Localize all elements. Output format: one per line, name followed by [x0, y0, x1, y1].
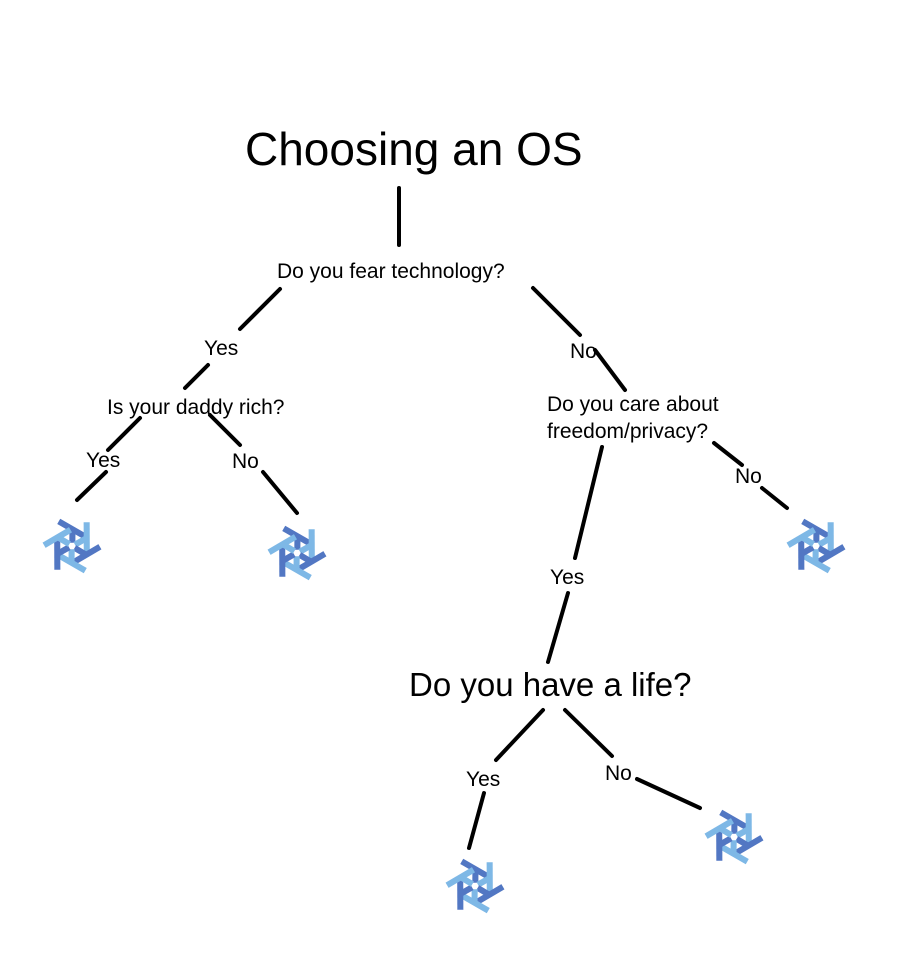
edge-label-fear-yes: Yes — [204, 337, 239, 360]
edge-label-fear-no: No — [570, 340, 597, 363]
edge-freedom-to-yes — [573, 445, 604, 560]
snowflake-stroke — [73, 545, 89, 558]
question-daddy-rich: Is your daddy rich? — [107, 396, 285, 419]
snowflake-stroke — [280, 551, 296, 564]
snowflake-stroke — [817, 545, 833, 558]
snowflake-arm — [267, 534, 298, 555]
edge-no-to-leaf2 — [261, 470, 299, 515]
snowflake-arm — [476, 862, 493, 893]
snowflake-stroke — [717, 835, 733, 848]
snowflake-stroke — [812, 549, 819, 564]
snowflake-stroke — [799, 534, 815, 547]
snowflake-arm — [73, 522, 90, 553]
question-fear-technology: Do you fear technology? — [277, 260, 505, 283]
snowflake-stroke — [476, 885, 492, 898]
snowflake-stroke — [73, 535, 89, 548]
nixos-snowflake-icon — [42, 518, 102, 574]
snowflake-stroke — [293, 556, 300, 571]
question-have-life: Do you have a life? — [409, 666, 692, 703]
snowflake-arm — [54, 539, 71, 570]
snowflake-arm — [786, 527, 817, 548]
snowflake-arm — [719, 840, 749, 865]
snowflake-arm — [457, 879, 474, 910]
snowflake-stroke — [55, 544, 71, 557]
edge-yes-to-leaf1 — [75, 470, 108, 502]
snowflake-arm — [815, 544, 846, 565]
snowflake-stroke — [55, 534, 71, 547]
snowflake-arm — [474, 884, 505, 905]
snowflake-arm — [445, 867, 476, 888]
edge-life-to-no — [563, 708, 614, 758]
edge-yes-to-rich — [183, 363, 210, 390]
edge-rich-to-yes — [106, 416, 142, 452]
snowflake-arm — [282, 525, 312, 550]
snowflake-stroke — [294, 535, 301, 550]
snowflake-arm — [298, 529, 315, 560]
snowflake-stroke — [813, 528, 820, 543]
snowflake-arm — [716, 830, 733, 861]
snowflake-stroke — [472, 868, 479, 883]
edge-no-to-leaf3 — [760, 486, 789, 510]
page-title: Choosing an OS — [245, 123, 583, 175]
nixos-snowflake-icon — [704, 809, 764, 865]
edge-life-to-yes — [494, 708, 545, 762]
snowflake-stroke — [717, 825, 733, 838]
snowflake-arm — [801, 549, 831, 574]
edge-label-freedom-yes: Yes — [550, 566, 585, 589]
snowflake-arm — [801, 518, 831, 543]
snowflake-arm — [733, 835, 764, 856]
snowflake-arm — [817, 522, 834, 553]
snowflake-stroke — [476, 875, 492, 888]
snowflake-arm — [460, 889, 490, 914]
snowflake-arm — [57, 549, 87, 574]
snowflake-arm — [282, 556, 312, 581]
snowflake-arm — [42, 527, 73, 548]
snowflake-arm — [735, 813, 752, 844]
question-care-freedom-line1: Do you care about — [547, 393, 719, 416]
nixos-snowflake-icon — [445, 858, 505, 914]
edge-label-rich-yes: Yes — [86, 449, 121, 472]
snowflake-stroke — [799, 544, 815, 557]
snowflake-arm — [71, 544, 102, 565]
snowflake-arm — [798, 539, 815, 570]
snowflake-stroke — [280, 541, 296, 554]
snowflake-stroke — [68, 549, 75, 564]
edge-label-life-no: No — [605, 762, 632, 785]
snowflake-stroke — [471, 889, 478, 904]
snowflake-arm — [57, 518, 87, 543]
snowflake-stroke — [69, 528, 76, 543]
edge-no-to-leaf4 — [635, 777, 702, 810]
snowflake-arm — [296, 551, 327, 572]
edge-label-life-yes: Yes — [466, 768, 501, 791]
nixos-snowflake-icon — [267, 525, 327, 581]
edge-no-to-freedom — [593, 348, 627, 392]
snowflake-stroke — [458, 874, 474, 887]
snowflake-stroke — [817, 535, 833, 548]
snowflake-stroke — [735, 836, 751, 849]
edge-yes-to-life — [546, 591, 570, 664]
edge-fear-to-no — [531, 286, 582, 337]
snowflake-stroke — [730, 840, 737, 855]
edge-label-freedom-no: No — [735, 465, 762, 488]
snowflake-arm — [704, 818, 735, 839]
snowflake-stroke — [731, 819, 738, 834]
edge-label-rich-no: No — [232, 450, 259, 473]
snowflake-arm — [719, 809, 749, 834]
edge-rich-to-no — [208, 413, 242, 447]
snowflake-stroke — [735, 826, 751, 839]
snowflake-stroke — [458, 884, 474, 897]
question-care-freedom-line2: freedom/privacy? — [547, 420, 709, 443]
snowflake-arm — [460, 858, 490, 883]
snowflake-stroke — [298, 552, 314, 565]
edge-yes-to-leaf5 — [467, 791, 486, 850]
nixos-snowflake-icon — [786, 518, 846, 574]
edge-freedom-to-no — [712, 441, 744, 467]
edge-fear-to-yes — [238, 287, 282, 331]
snowflake-stroke — [298, 542, 314, 555]
snowflake-arm — [279, 546, 296, 577]
